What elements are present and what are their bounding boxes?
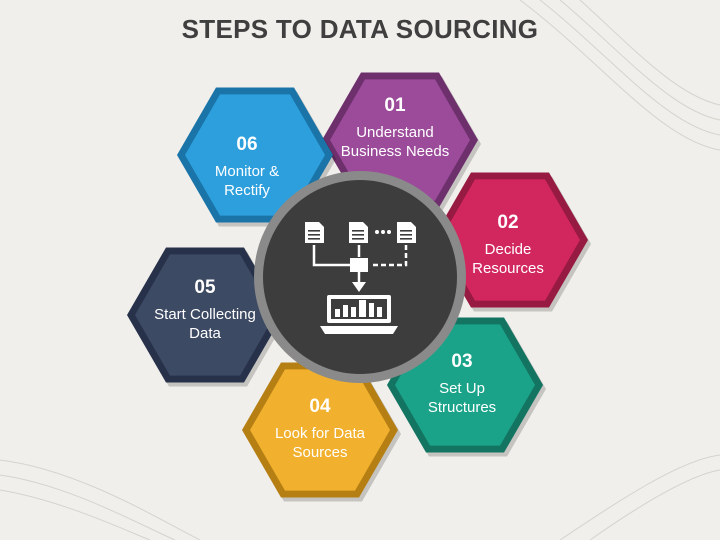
document-icon	[349, 222, 368, 243]
step-label: Resources	[472, 260, 544, 277]
hexagon-fill	[440, 179, 580, 301]
step-02-hexagon	[432, 172, 591, 312]
step-number: 01	[384, 95, 406, 116]
center-hub	[254, 171, 466, 383]
step-label: Set Up	[439, 380, 485, 397]
hexagon-fill	[135, 254, 275, 376]
step-04-hexagon	[242, 362, 401, 502]
step-label: Understand	[356, 124, 434, 141]
step-label: Look for Data	[275, 425, 366, 442]
step-label: Business Needs	[341, 143, 449, 160]
step-number: 05	[194, 277, 216, 298]
data-sourcing-icon	[305, 222, 416, 334]
ellipsis-icon	[375, 230, 391, 234]
step-number: 06	[236, 134, 257, 155]
laptop-icon	[320, 295, 398, 334]
document-icon	[397, 222, 416, 243]
step-label: Start Collecting	[154, 306, 256, 323]
hexagon-fill	[250, 369, 390, 491]
document-icon	[305, 222, 324, 243]
step-number: 02	[497, 212, 518, 233]
hexagon-fill	[185, 94, 325, 216]
hexagon-fill	[330, 79, 470, 201]
step-number: 03	[451, 351, 472, 372]
step-label: Data	[189, 325, 221, 342]
step-05-hexagon	[127, 247, 286, 387]
step-label: Decide	[485, 241, 532, 258]
page-title: STEPS TO DATA SOURCING	[181, 14, 539, 44]
step-number: 04	[309, 396, 331, 417]
step-label: Monitor &	[215, 163, 279, 180]
step-label: Rectify	[224, 182, 270, 199]
step-label: Sources	[292, 444, 347, 461]
step-06-hexagon	[177, 87, 336, 227]
step-label: Structures	[428, 399, 496, 416]
